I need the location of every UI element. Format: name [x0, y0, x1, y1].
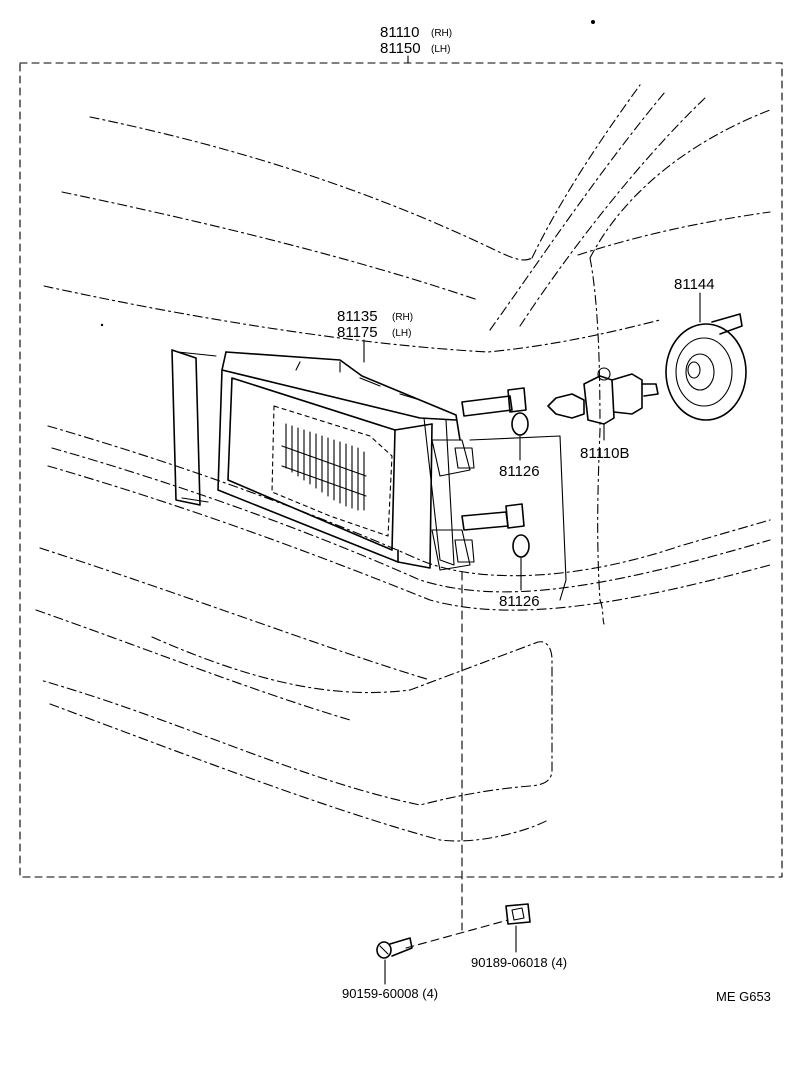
assembly-boundary-frame	[19, 62, 783, 878]
stray-dot	[591, 20, 595, 24]
unit-lh-side: (LH)	[392, 328, 411, 339]
car-body-outline	[39, 84, 771, 681]
screw-label: 90159-60008 (4)	[342, 986, 438, 1001]
washer-lower-label: 81126	[499, 593, 540, 610]
washer-lower-icon	[512, 534, 530, 558]
headlamp-lens	[271, 405, 393, 537]
washer-bracket-line	[469, 435, 567, 601]
socket-cover-icon	[665, 313, 747, 421]
adjusting-screw-upper	[461, 387, 527, 417]
washer-upper-label: 81126	[499, 463, 540, 480]
assy-lh-number: 81150	[380, 40, 421, 57]
assy-lh-side: (LH)	[431, 44, 450, 55]
adjusting-screw-lower	[461, 503, 525, 531]
assy-rh-number: 81110	[380, 24, 420, 41]
front-bumper-panel	[35, 609, 553, 842]
stray-dot	[100, 323, 104, 327]
halogen-bulb-icon	[547, 367, 659, 425]
unit-lh-number: 81175	[337, 324, 378, 341]
bulb-label: 81110B	[580, 445, 630, 462]
unit-rh-number: 81135	[337, 308, 378, 325]
assy-rh-side: (RH)	[431, 28, 452, 39]
mounting-screw-icon	[376, 937, 413, 959]
headlamp-housing	[171, 349, 475, 571]
washer-upper-icon	[511, 412, 529, 436]
drawing-code: ME G653	[716, 989, 771, 1004]
screw-axis-line	[405, 919, 509, 949]
nut-label: 90189-06018 (4)	[471, 955, 567, 970]
clip-nut-icon	[505, 903, 531, 925]
socket-cover-label: 81144	[674, 276, 715, 293]
unit-rh-side: (RH)	[392, 312, 413, 323]
